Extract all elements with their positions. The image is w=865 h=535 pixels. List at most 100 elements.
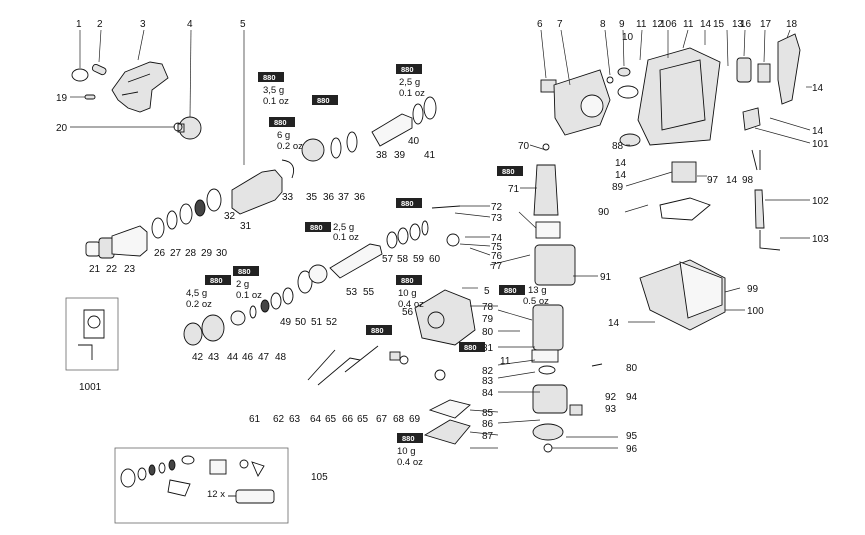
part-label: 14: [615, 170, 627, 181]
part-label: 83: [482, 376, 494, 387]
quantity-note: 12 x: [207, 489, 225, 500]
part-label: 14: [615, 158, 627, 169]
part-label: 84: [482, 388, 494, 399]
part-label: 77: [491, 261, 503, 272]
part-label: 52: [326, 317, 338, 328]
grease-badge: 880: [263, 73, 276, 82]
part-label: 12: [652, 19, 664, 30]
part-label: 98: [742, 175, 754, 186]
part-label: 17: [760, 19, 772, 30]
part-label: 5: [484, 286, 490, 297]
part-label: 43: [208, 352, 220, 363]
grease-note: 880: [366, 325, 392, 335]
part-label: 15: [713, 19, 725, 30]
part-label: 103: [812, 234, 829, 245]
part-label: 67: [376, 414, 388, 425]
grease-amount: 2 g: [236, 279, 249, 290]
part-label: 14: [726, 175, 738, 186]
part-label: 21: [89, 264, 101, 275]
part-label: 89: [612, 182, 624, 193]
part-label: 11: [636, 19, 647, 30]
part-label: 69: [409, 414, 421, 425]
part-label: 53: [346, 287, 358, 298]
grease-badge: 880: [210, 276, 223, 285]
part-label: 101: [812, 139, 829, 150]
part-label: 86: [482, 419, 494, 430]
part-drawings: [71, 33, 801, 453]
part-label: 55: [363, 287, 375, 298]
grease-amount: 4,5 g: [186, 288, 207, 299]
part-label: 46: [242, 352, 254, 363]
part-label: 68: [393, 414, 405, 425]
part-label: 8: [600, 19, 606, 30]
part-label: 47: [258, 352, 270, 363]
part-label: 51: [311, 317, 323, 328]
grease-imperial: 0.5 oz: [523, 296, 549, 307]
part-label: 6: [537, 19, 543, 30]
part-label: 14: [812, 126, 824, 137]
part-label: 9: [619, 19, 625, 30]
part-label: 18: [786, 19, 798, 30]
part-label: 96: [626, 444, 638, 455]
grease-imperial: 0.4 oz: [398, 299, 424, 310]
grease-notes: 880 3,5 g 0.1 oz 880 6 g 0.2 oz 880 880 …: [186, 64, 549, 500]
part-label: 26: [154, 248, 166, 259]
grease-amount: 2,5 g: [399, 77, 420, 88]
part-label: 78: [482, 302, 494, 313]
part-label: 93: [605, 404, 617, 415]
grease-amount: 6 g: [277, 130, 290, 141]
part-label: 11: [683, 19, 694, 30]
part-label: 42: [192, 352, 204, 363]
part-label: 80: [626, 363, 638, 374]
part-label: 33: [282, 192, 294, 203]
grease-badge: 880: [401, 276, 414, 285]
part-label: 49: [280, 317, 292, 328]
grease-imperial: 0.2 oz: [277, 141, 303, 152]
grease-amount: 10 g: [398, 288, 417, 299]
grease-note: 880: [497, 166, 523, 176]
part-label: 88: [612, 141, 624, 152]
part-label: 14: [812, 83, 824, 94]
grease-imperial: 0.2 oz: [186, 299, 212, 310]
grease-note: 880 4,5 g 0.2 oz: [186, 275, 231, 310]
part-label: 22: [106, 264, 118, 275]
part-label: 63: [289, 414, 301, 425]
part-label: 81: [482, 343, 494, 354]
part-label: 74: [491, 233, 503, 244]
part-label: 40: [408, 136, 420, 147]
grease-note: 880: [396, 198, 422, 208]
grease-note: 880 13 g 0.5 oz: [499, 285, 549, 307]
part-label: 3: [140, 19, 146, 30]
part-label: 65: [357, 414, 369, 425]
part-label: 73: [491, 213, 503, 224]
part-label: 48: [275, 352, 287, 363]
inset-detail-1001: [65, 297, 119, 371]
grease-note: 880: [312, 95, 338, 105]
grease-amount: 3,5 g: [263, 85, 284, 96]
part-label: 31: [240, 221, 252, 232]
part-label: 105: [311, 472, 328, 483]
leader-lines: [70, 29, 812, 449]
part-label: 20: [56, 123, 68, 134]
grease-note: 880 10 g 0.4 oz: [397, 433, 423, 468]
grease-note: 880 10 g 0.4 oz: [396, 275, 424, 310]
part-number-labels: 1 2 3 4 5 5 6 7 8 9 10 11 11 11 12 13 14…: [56, 19, 829, 483]
part-label: 23: [124, 264, 136, 275]
part-label: 64: [310, 414, 322, 425]
grease-imperial: 0.1 oz: [399, 88, 425, 99]
part-label: 29: [201, 248, 213, 259]
part-label: 44: [227, 352, 239, 363]
part-label: 19: [56, 93, 68, 104]
grease-badge: 880: [402, 434, 415, 443]
part-label: 27: [170, 248, 182, 259]
part-label: 66: [342, 414, 354, 425]
part-label: 95: [626, 431, 638, 442]
part-label: 1001: [79, 382, 102, 393]
part-label: 30: [216, 248, 228, 259]
grease-badge: 880: [310, 223, 323, 232]
part-label: 14: [700, 19, 712, 30]
part-label: 99: [747, 284, 759, 295]
part-label: 100: [747, 306, 764, 317]
grease-badge: 880: [317, 96, 330, 105]
